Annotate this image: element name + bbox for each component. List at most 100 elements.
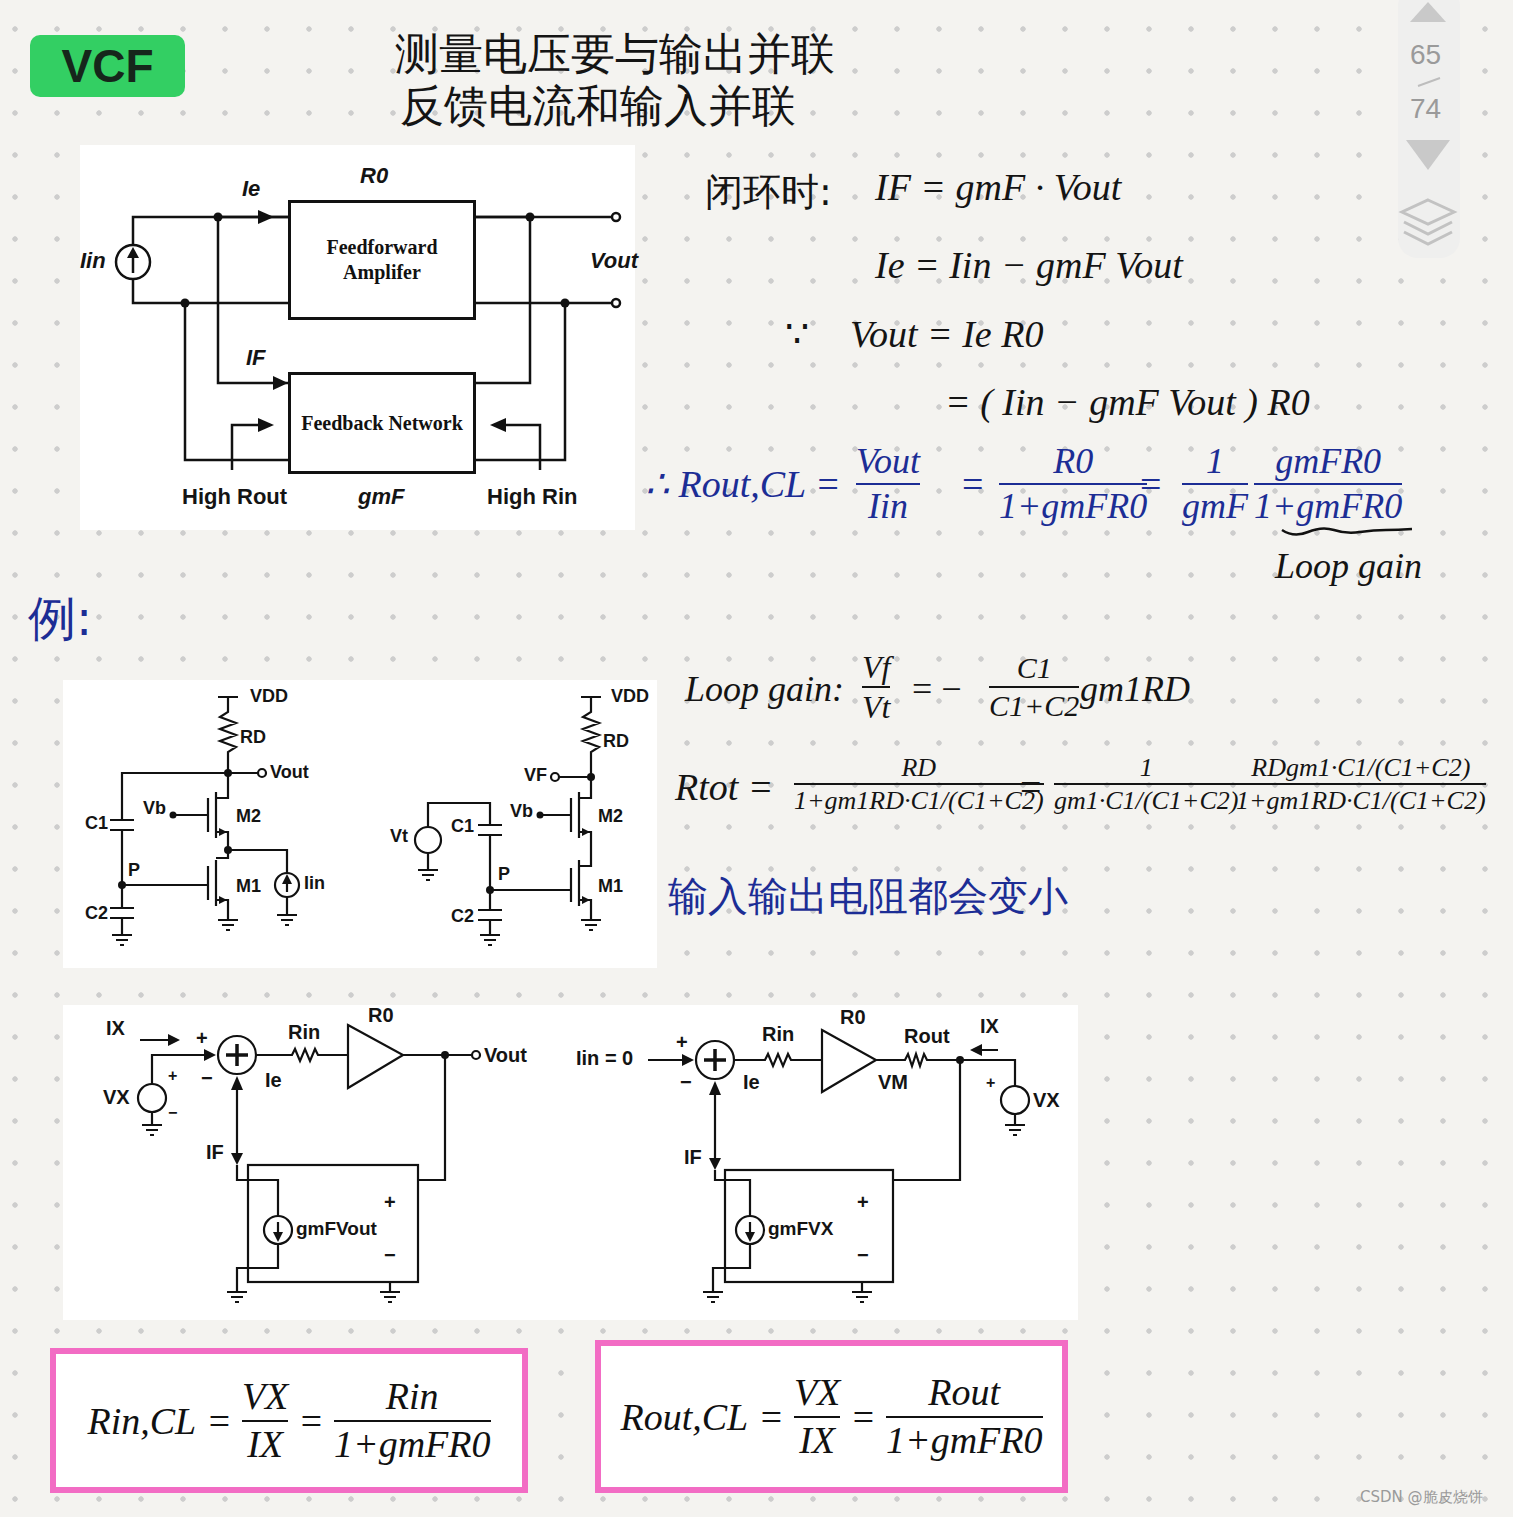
example-circuits <box>110 697 287 935</box>
annotation-text: Ie <box>242 176 260 202</box>
equation-term: Vf <box>862 648 890 686</box>
annotation-text: VF <box>524 765 547 787</box>
fraction-bar <box>989 686 1079 688</box>
annotation-text: VDD <box>250 686 288 708</box>
annotation-text: P <box>498 864 510 886</box>
example-circuits <box>275 873 299 897</box>
fraction-bar <box>242 1420 288 1422</box>
equation-term: gmFR0 <box>1275 440 1381 483</box>
wire-line <box>476 217 530 383</box>
page-nav <box>1402 200 1454 244</box>
annotation-text: − <box>680 1070 692 1094</box>
example-circuits <box>118 881 126 889</box>
example-circuits <box>118 769 595 904</box>
annotation-text: M2 <box>598 806 623 828</box>
fraction-bar <box>794 1416 840 1418</box>
annotation-text: R0 <box>368 1003 394 1027</box>
page-nav <box>1404 232 1452 244</box>
example-circuits <box>258 769 266 777</box>
equation-term: 1+gmFR0 <box>1254 485 1402 528</box>
feedback-models <box>231 1076 243 1090</box>
feedback-models <box>226 1044 726 1071</box>
annotation-text: gmF <box>358 484 404 510</box>
annotation-text: Vout <box>484 1043 527 1067</box>
example-circuits <box>170 812 177 819</box>
fraction-bar <box>862 686 890 688</box>
annotation-text: ∴ Rout,CL = <box>645 462 841 508</box>
annotation-text: Loop gain: <box>685 668 844 711</box>
fraction-bar <box>334 1420 491 1422</box>
amplifier-box: Feedforward Amplifer <box>288 200 476 320</box>
handwritten-fraction: RDgm1·C1/(C1+C2)1+gm1RD·C1/(C1+C2) <box>1232 752 1490 816</box>
wire-connector <box>476 217 530 383</box>
formula-term: 1+gmFR0 <box>886 1418 1043 1464</box>
feedback-models <box>648 1030 1025 1302</box>
fraction-bar <box>1182 483 1248 485</box>
block-diagram-top <box>116 213 620 470</box>
example-circuits <box>587 773 595 781</box>
example-circuits <box>112 915 297 945</box>
annotation-text: Vb <box>143 798 166 820</box>
annotation-text: RD <box>603 731 629 753</box>
equation-term: Iin <box>868 485 908 528</box>
example-circuits <box>219 828 227 836</box>
feedback-models <box>1001 1086 1029 1114</box>
example-circuits <box>110 697 601 945</box>
equation-term: RD <box>901 752 936 783</box>
equation-term: Vout <box>856 440 920 483</box>
annotation-text: = <box>1020 765 1041 811</box>
annotation-text: = <box>962 462 983 508</box>
formula-term: = <box>206 1399 232 1443</box>
loop-gain-underline <box>1282 528 1412 534</box>
annotation-text: gmFVX <box>768 1218 833 1241</box>
annotation-text: VX <box>1033 1088 1060 1112</box>
annotation-text: gm1RD <box>1080 668 1190 711</box>
feedback-models <box>226 1044 726 1071</box>
block-diagram-top <box>561 299 570 308</box>
block-diagram-top <box>127 247 139 258</box>
annotation-text: R0 <box>360 163 388 189</box>
annotation-text: RD <box>240 727 266 749</box>
annotation-text: + <box>857 1190 869 1214</box>
annotation-text: Iin <box>80 248 106 274</box>
node-label: VCF <box>62 39 154 93</box>
feedback-models <box>709 1158 721 1170</box>
wire-line <box>218 217 288 383</box>
equation-term: gmF <box>1182 485 1248 528</box>
annotation-text: Iin <box>304 873 325 895</box>
fraction-bar <box>886 1416 1043 1418</box>
annotation-text: P <box>128 860 140 882</box>
example-circuits <box>219 896 227 904</box>
annotation-text: 闭环时: <box>705 170 832 216</box>
annotation-text: Loop gain <box>1275 545 1422 588</box>
annotation-text: R0 <box>840 1005 866 1029</box>
formula-term: = <box>758 1395 784 1439</box>
block-diagram-top <box>490 418 506 432</box>
annotation-text: 反馈电流和输入并联 <box>400 80 796 133</box>
handwritten-fraction: VfVt <box>858 648 894 727</box>
fraction-bar <box>1254 483 1402 485</box>
annotation-text: Rin <box>762 1022 794 1046</box>
equation-term: C1+C2 <box>989 688 1079 724</box>
feedback-models <box>745 1232 755 1242</box>
formula-term: IX <box>799 1418 835 1464</box>
annotation-text: gmFVout <box>296 1218 377 1241</box>
annotation-text: Rout <box>904 1024 950 1048</box>
feedback-models <box>682 1054 694 1066</box>
handwritten-fraction: C1C1+C2 <box>985 650 1083 724</box>
annotation-text: Vout <box>270 762 309 784</box>
example-circuits <box>224 846 232 854</box>
feedback-models <box>231 1153 243 1165</box>
annotation-text: IF = gmF · Vout <box>875 165 1121 211</box>
feedback-models <box>168 1034 982 1242</box>
formula-term: Rin <box>386 1374 439 1420</box>
block-diagram-top <box>612 213 620 221</box>
feedback-models <box>140 1040 210 1135</box>
feedback-models <box>472 1051 480 1059</box>
fraction: VXIX <box>242 1374 288 1467</box>
annotation-text: VDD <box>611 686 649 708</box>
annotation-text: + <box>986 1073 995 1092</box>
annotation-text: Vout = Ie R0 <box>850 312 1043 358</box>
example-circuits <box>428 697 601 935</box>
